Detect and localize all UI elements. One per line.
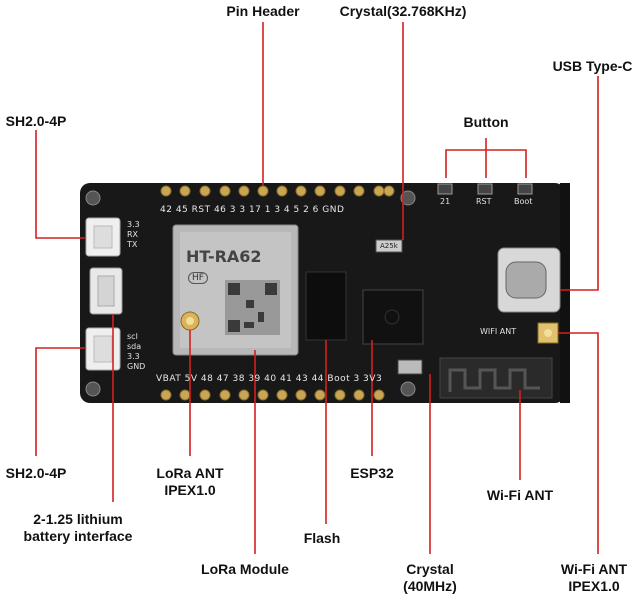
label-flash: Flash	[303, 530, 341, 546]
crystal-40m	[397, 359, 423, 375]
wifi-ant-silk: WIFI ANT	[480, 327, 517, 336]
button-label-21: 21	[440, 197, 451, 206]
sh-bottom-pin-scl: scl	[127, 332, 138, 341]
label-wifi-ant: Wi-Fi ANT	[486, 487, 554, 503]
sh-bottom-pin-3v3: 3.3	[127, 352, 140, 361]
sh-bottom-pin-gnd: GND	[127, 362, 146, 371]
mount-hole	[400, 381, 416, 397]
sh-top-pin-tx: TX	[127, 240, 138, 249]
label-pin-header: Pin Header	[226, 3, 300, 19]
label-lithium-2: battery interface	[23, 528, 133, 544]
sh-top-pin-rx: RX	[127, 230, 139, 239]
top-pin-labels: 42 45 RST 46 3 3 17 1 3 4 5 2 6 GND	[160, 205, 345, 215]
label-crystal-40m-2: (40MHz)	[403, 578, 457, 594]
button-boot	[517, 183, 533, 195]
label-sh20-bottom: SH2.0-4P	[5, 465, 67, 481]
label-esp32: ESP32	[350, 465, 394, 481]
label-wifi-ant-ipex-1: Wi-Fi ANT	[560, 561, 628, 577]
label-crystal-40m-1: Crystal	[406, 561, 454, 577]
label-sh20-top: SH2.0-4P	[5, 113, 67, 129]
label-lithium-1: 2-1.25 lithium	[33, 511, 123, 527]
label-wifi-ant-ipex-2: IPEX1.0	[568, 578, 620, 594]
label-button: Button	[463, 114, 509, 130]
button-rst	[477, 183, 493, 195]
lora-module-badge: HF	[188, 272, 208, 284]
bottom-pin-labels: VBAT 5V 48 47 38 39 40 41 43 44 Boot 3 3…	[156, 374, 383, 384]
button-21	[437, 183, 453, 195]
label-usb-type-c: USB Type-C	[552, 58, 633, 74]
mount-hole	[85, 190, 101, 206]
lora-module-name: HT-RA62	[186, 247, 262, 266]
sh-top-pin-3v3: 3.3	[127, 220, 140, 229]
mount-hole	[85, 381, 101, 397]
flash-chip	[305, 271, 347, 341]
button-label-rst: RST	[476, 197, 492, 206]
label-lora-ant-1: LoRa ANT	[156, 465, 224, 481]
mount-hole	[400, 190, 416, 206]
pin-header-bottom	[160, 389, 385, 401]
sh-bottom-pin-sda: sda	[127, 342, 142, 351]
label-lora-module: LoRa Module	[201, 561, 289, 577]
button-label-boot: Boot	[514, 197, 533, 206]
pin-header-top	[160, 185, 395, 197]
label-lora-ant-2: IPEX1.0	[164, 482, 216, 498]
callout-lines	[35, 22, 599, 554]
crystal-32k-marking: A25k	[380, 242, 398, 250]
label-crystal-32k: Crystal(32.768KHz)	[339, 3, 467, 19]
crystal-32k	[375, 239, 403, 253]
esp32-chip	[362, 289, 424, 345]
